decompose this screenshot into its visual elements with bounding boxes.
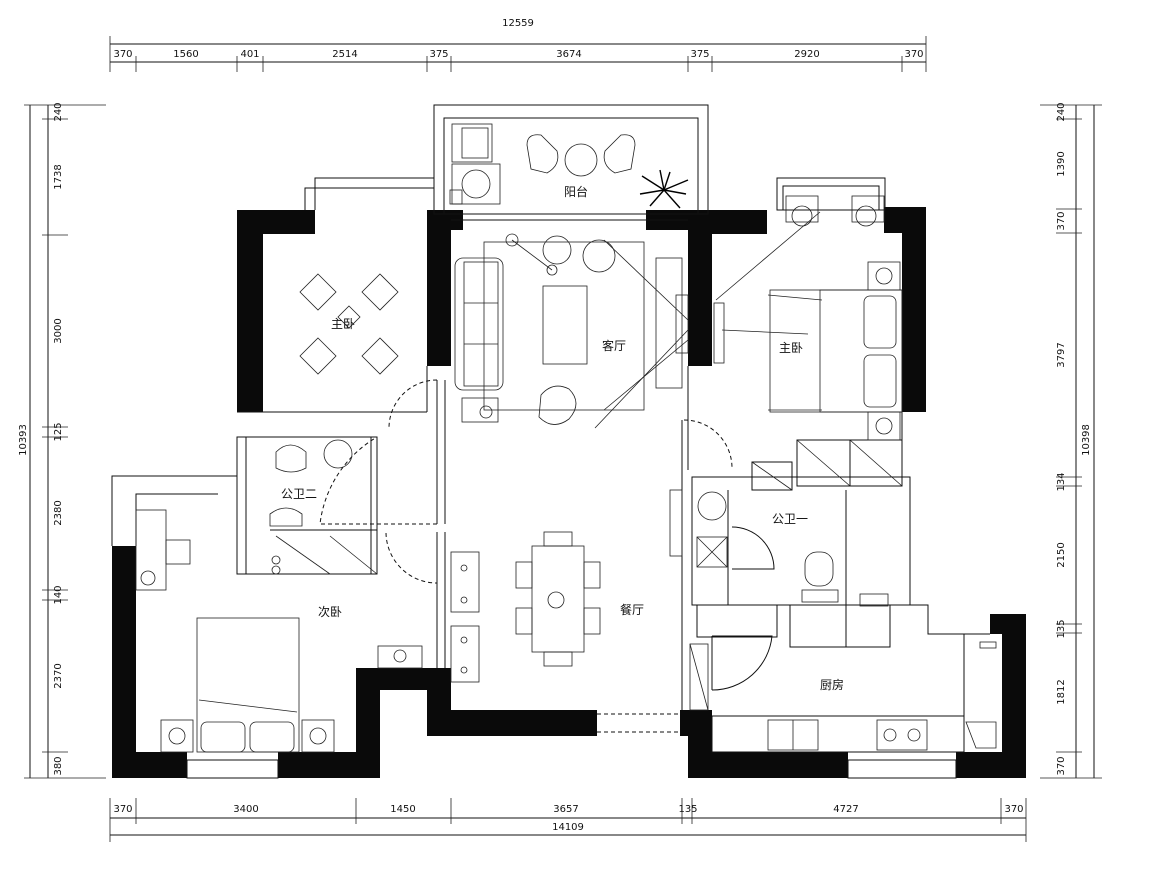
- room-label-living-room: 客厅: [602, 338, 626, 353]
- dim-top-seg: 1560: [173, 49, 198, 60]
- dim-bottom-seg: 1450: [390, 804, 415, 815]
- dim-right-seg: 1390: [1056, 151, 1067, 176]
- dim-top-seg: 375: [429, 49, 448, 60]
- doors: [319, 379, 775, 691]
- dim-right-total: 10398: [1081, 424, 1092, 456]
- dimension-left: 10393 240 1738 3000 125 2380 140 2370 38…: [18, 102, 106, 779]
- dim-top-seg: 370: [113, 49, 132, 60]
- dim-left-seg: 2370: [53, 663, 64, 688]
- dim-left-seg: 1738: [53, 164, 64, 189]
- dim-right-seg: 240: [1056, 102, 1067, 121]
- dim-top-seg: 2514: [332, 49, 357, 60]
- furniture: [135, 123, 997, 753]
- dim-bottom-seg: 4727: [833, 804, 858, 815]
- dim-right-seg: 3797: [1056, 342, 1067, 367]
- dim-bottom-seg: 3657: [553, 804, 578, 815]
- dimension-top: 12559 370 1560 401 2514 375 3674 375 292…: [109, 18, 927, 72]
- room-label-kitchen: 厨房: [820, 677, 844, 692]
- dimension-bottom: 370 3400 1450 3657 135 4727 370 14109: [109, 798, 1027, 842]
- partitions: [111, 104, 990, 779]
- dim-right-seg: 135: [1056, 619, 1067, 638]
- dim-left-seg: 140: [53, 585, 64, 604]
- dim-right-seg: 2150: [1056, 542, 1067, 567]
- dim-top-total: 12559: [502, 18, 534, 29]
- dim-left-seg: 125: [53, 422, 64, 441]
- dimension-right: 10398 240 1390 370 3797 134 2150 135 181…: [1040, 102, 1102, 779]
- dim-bottom-seg: 370: [113, 804, 132, 815]
- dim-right-seg: 134: [1056, 472, 1067, 491]
- dim-top-seg: 375: [690, 49, 709, 60]
- dim-right-seg: 370: [1056, 211, 1067, 230]
- dim-top-seg: 370: [904, 49, 923, 60]
- dim-left-seg: 2380: [53, 500, 64, 525]
- dim-right-seg: 370: [1056, 756, 1067, 775]
- room-label-bathroom-1: 公卫一: [772, 512, 808, 526]
- dim-left-seg: 380: [53, 756, 64, 775]
- dim-bottom-total: 14109: [552, 822, 584, 833]
- dim-left-total: 10393: [18, 424, 29, 456]
- dim-bottom-seg: 3400: [233, 804, 258, 815]
- dim-bottom-seg: 135: [678, 804, 697, 815]
- room-label-master-bedroom-left: 主卧: [331, 317, 355, 331]
- dim-top-seg: 2920: [794, 49, 819, 60]
- room-label-dining-room: 餐厅: [620, 602, 644, 617]
- room-label-bathroom-2: 公卫二: [281, 487, 317, 501]
- dim-right-seg: 1812: [1056, 679, 1067, 704]
- room-label-master-bedroom-right: 主卧: [779, 341, 803, 355]
- walls: [112, 207, 1026, 778]
- dim-left-seg: 240: [53, 102, 64, 121]
- room-label-second-bedroom: 次卧: [318, 605, 342, 619]
- room-label-balcony: 阳台: [564, 184, 588, 199]
- dim-bottom-seg: 370: [1004, 804, 1023, 815]
- dim-top-seg: 3674: [556, 49, 581, 60]
- dim-top-seg: 401: [240, 49, 259, 60]
- room-labels: 阳台 主卧 客厅 主卧 公卫二 公卫一 次卧 餐厅 厨房: [281, 184, 844, 692]
- dim-left-seg: 3000: [53, 318, 64, 343]
